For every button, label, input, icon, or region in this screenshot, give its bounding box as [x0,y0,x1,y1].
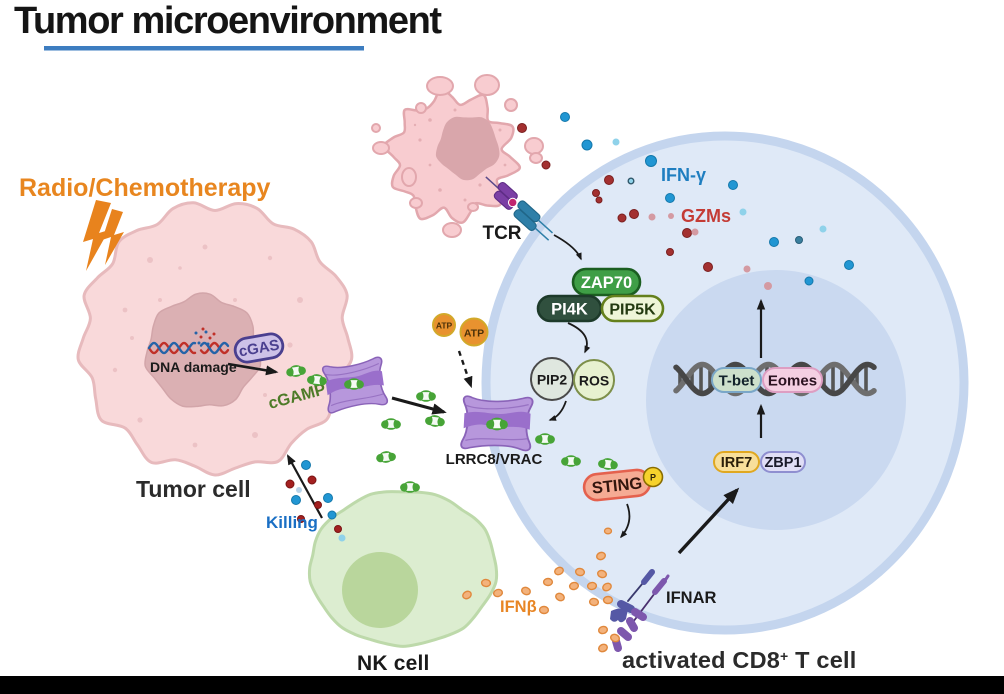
svg-text:Killing: Killing [266,513,318,532]
svg-text:TCR: TCR [482,223,521,244]
svg-text:IFNAR: IFNAR [666,589,716,607]
svg-text:Eomes: Eomes [768,373,817,390]
svg-text:IFNβ: IFNβ [500,598,537,616]
svg-text:Radio/Chemotherapy: Radio/Chemotherapy [19,174,271,202]
svg-text:PIP5K: PIP5K [609,302,656,319]
svg-text:NK cell: NK cell [357,652,430,675]
svg-text:Tumor microenvironment: Tumor microenvironment [14,0,442,42]
svg-text:ATP: ATP [464,328,484,340]
svg-text:T-bet: T-bet [719,373,755,390]
svg-text:LRRC8/VRAC: LRRC8/VRAC [446,451,543,468]
svg-text:IFN-γ: IFN-γ [661,165,706,185]
svg-text:ZBP1: ZBP1 [764,455,801,471]
svg-text:PIP2: PIP2 [537,372,568,388]
svg-text:Tumor cell: Tumor cell [136,476,251,502]
svg-text:ZAP70: ZAP70 [581,274,632,292]
svg-text:ATP: ATP [436,321,453,331]
svg-text:activated CD8+ T cell: activated CD8+ T cell [622,647,856,673]
svg-text:IRF7: IRF7 [721,455,752,471]
svg-text:GZMs: GZMs [681,206,731,226]
svg-text:P: P [650,473,656,483]
svg-text:PI4K: PI4K [551,301,588,319]
svg-text:cGAS: cGAS [237,337,280,361]
svg-text:DNA damage: DNA damage [150,359,237,375]
svg-text:ROS: ROS [579,373,609,389]
svg-text:STING: STING [591,474,643,497]
